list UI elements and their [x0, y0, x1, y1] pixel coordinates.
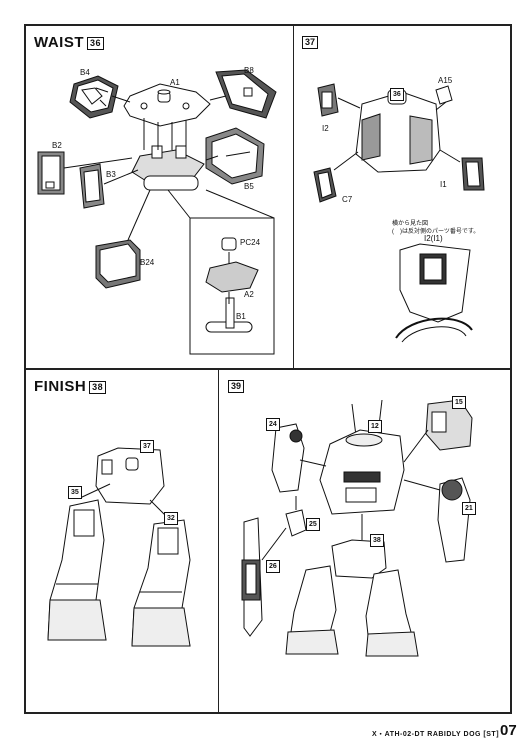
part-a1: [123, 83, 211, 127]
step-38-number: 38: [89, 380, 107, 394]
label-b2: B2: [52, 141, 62, 150]
label-a1: A1: [170, 78, 180, 87]
label-c7: C7: [342, 195, 353, 204]
label-b4: B4: [80, 68, 90, 77]
ref-25: 25: [306, 518, 320, 531]
ref-37: 37: [140, 440, 154, 453]
step-37-number: 37: [302, 36, 319, 49]
label-i2-i1: I2(I1): [424, 234, 443, 243]
label-i1: I1: [440, 180, 447, 189]
ref-38: 38: [370, 534, 384, 547]
divider-vertical-bottom: [218, 370, 219, 714]
label-pc24: PC24: [240, 238, 261, 247]
label-b1: B1: [236, 312, 246, 321]
label-b8: B8: [244, 66, 254, 75]
step-39-number: 39: [228, 380, 245, 393]
detail-inset: [189, 217, 275, 355]
part-a15: [435, 85, 453, 105]
label-i2: I2: [322, 124, 329, 133]
step-36-title-text: WAIST: [34, 34, 84, 51]
label-a2: A2: [244, 290, 254, 299]
side-view-note-2: ( )は反対側のパーツ番号です。: [392, 229, 480, 235]
ref-21: 21: [462, 502, 476, 515]
waist-block: [95, 447, 165, 505]
part-38-waist: [331, 539, 387, 579]
label-b5: B5: [244, 182, 254, 191]
step-38-title-text: FINISH: [34, 378, 87, 395]
side-view-note-1: 横から見た図: [392, 221, 429, 227]
footer-model: X・ATH-02-DT RABIDLY DOG [ST]: [372, 731, 500, 738]
ref-24: 24: [266, 418, 280, 431]
ref-15: 15: [452, 396, 466, 409]
ref-32: 32: [164, 512, 178, 525]
divider-vertical-top: [293, 24, 294, 368]
label-b24: B24: [140, 258, 155, 267]
ref-35: 35: [68, 486, 82, 499]
ref-12: 12: [368, 420, 382, 433]
ref-step-36-in-37: 36: [390, 88, 404, 101]
label-a15: A15: [438, 76, 453, 85]
part-25: [285, 509, 307, 537]
label-b3: B3: [106, 170, 116, 179]
step-36-number: 36: [87, 36, 105, 50]
ref-26: 26: [266, 560, 280, 573]
divider-horizontal: [24, 368, 512, 370]
part-21: [437, 477, 471, 563]
page-number: 07: [500, 722, 517, 739]
